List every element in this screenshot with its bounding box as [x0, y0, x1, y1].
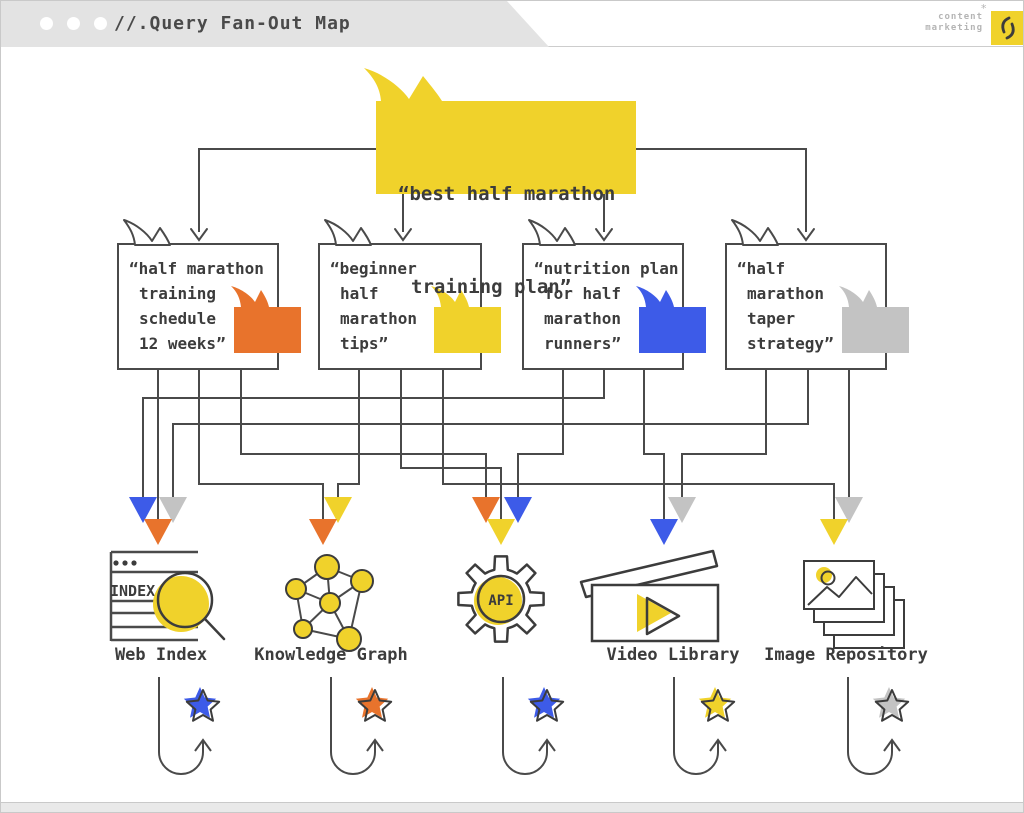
- arrowhead-blue-video-library: [650, 519, 678, 545]
- arrowhead-gray-image-repository: [835, 497, 863, 523]
- magnifier-glass-fill: [153, 576, 209, 632]
- brand-logo-icon: [991, 11, 1023, 45]
- destination-label-web-index: Web Index: [114, 645, 208, 665]
- window-dot-icon: [67, 17, 80, 30]
- box-tail-icon: [731, 219, 779, 246]
- browser-tab: [1, 1, 549, 47]
- down-chevron-icon: [595, 228, 613, 242]
- video-library-icon: [579, 549, 720, 643]
- brand-wordmark: content marketing: [925, 12, 983, 33]
- arrowhead-orange-knowledge-graph: [309, 519, 337, 545]
- play-triangle-fill: [637, 594, 671, 632]
- window-bottom-edge: [1, 802, 1023, 812]
- box-tail-icon: [324, 219, 372, 246]
- down-chevron-icon: [394, 228, 412, 242]
- destination-label-image-repository: Image Repository: [764, 645, 928, 665]
- arrowhead-yellow-image-repository: [820, 519, 848, 545]
- window-dot-icon: [40, 17, 53, 30]
- arrowhead-orange-api: [472, 497, 500, 523]
- image-repository-icon: [803, 560, 905, 649]
- brand-asterisk: *: [980, 2, 987, 15]
- main-query-bubble: [364, 68, 636, 194]
- result-stars: [183, 687, 910, 722]
- play-triangle-outline: [645, 596, 681, 636]
- query-2-text: “beginner half marathon tips”: [330, 259, 418, 353]
- arrowhead-gray-video-library: [668, 497, 696, 523]
- window-dot-icon: [94, 17, 107, 30]
- mountains-icon: [807, 576, 873, 606]
- browser-header: //.Query Fan-Out Map content marketing *: [1, 1, 1023, 47]
- index-label: INDEX: [110, 582, 155, 600]
- arrowhead-gray-web-index: [159, 497, 187, 523]
- main-query-text: “best half marathon training plan”: [398, 183, 616, 298]
- bubble-tail-icon: [364, 68, 442, 101]
- arrowhead-blue-web-index: [129, 497, 157, 523]
- down-chevron-icon: [190, 228, 208, 242]
- arrowhead-yellow-knowledge-graph: [324, 497, 352, 523]
- api-label: API: [488, 593, 513, 609]
- fanout-connectors: [142, 369, 850, 521]
- magnifier-icon: [156, 571, 226, 641]
- down-chevron-icon: [797, 228, 815, 242]
- destination-label-knowledge-graph: Knowledge Graph: [254, 645, 408, 665]
- arrowhead-orange-web-index: [144, 519, 172, 545]
- arrowhead-yellow-api: [487, 519, 515, 545]
- arrowhead-blue-api: [504, 497, 532, 523]
- sun-icon: [816, 567, 832, 583]
- query-4-text: “half marathon taper strategy”: [737, 259, 834, 353]
- box-tail-icon: [123, 219, 171, 246]
- destination-label-video-library: Video Library: [606, 645, 740, 665]
- fanout-arrowheads: [129, 497, 863, 545]
- index-dots-icon: [113, 560, 137, 566]
- main-to-sub-connectors: [190, 148, 815, 242]
- page-title: //.Query Fan-Out Map: [114, 13, 351, 34]
- knowledge-graph-icon: [285, 554, 374, 652]
- api-gear-icon: API: [457, 555, 545, 643]
- query-3-text: “nutrition plan for half marathon runner…: [534, 259, 679, 353]
- query-1-text: “half marathon training schedule 12 week…: [129, 259, 264, 353]
- web-index-icon: INDEX: [109, 550, 226, 642]
